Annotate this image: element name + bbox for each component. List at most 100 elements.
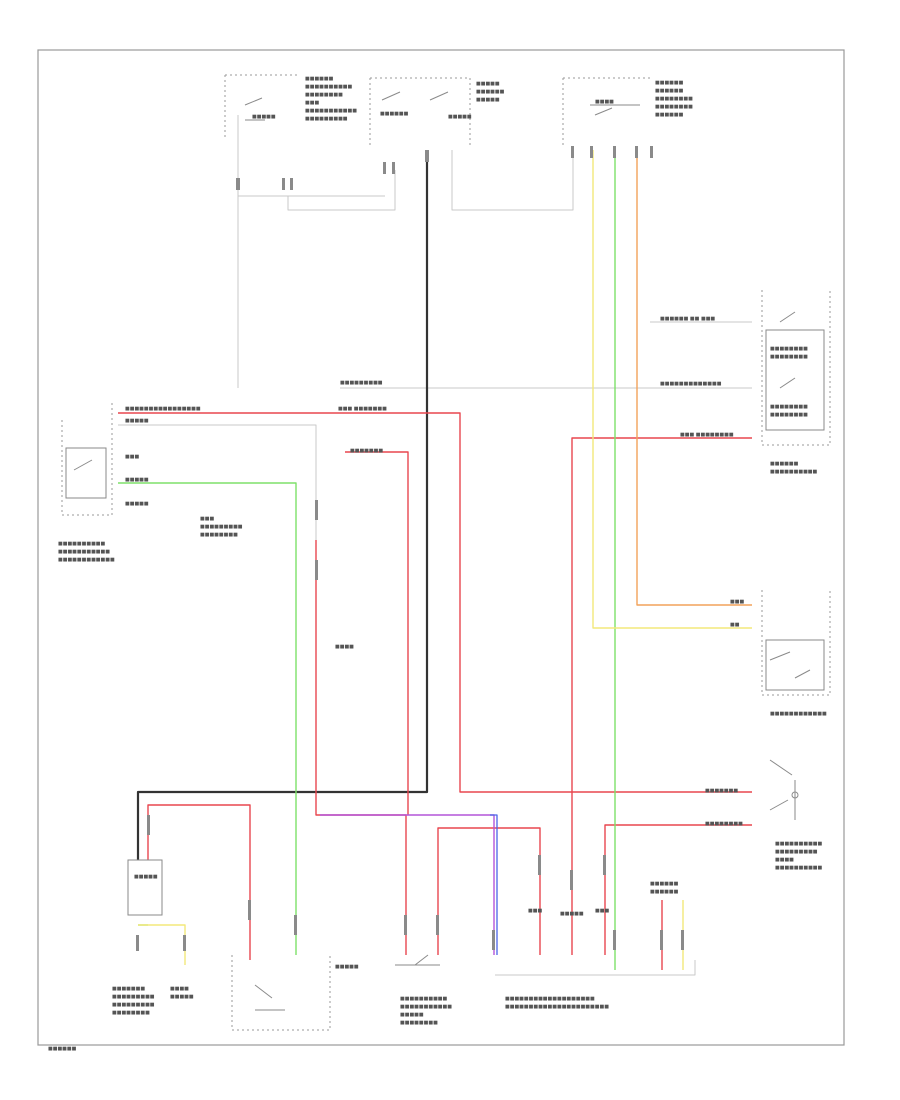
svg-text:■■: ■■ [730,622,740,628]
svg-text:■■■■■■■: ■■■■■■■ [112,986,145,992]
svg-text:■■■■■: ■■■■■ [560,911,584,917]
svg-text:■■■■■■■■■: ■■■■■■■■■ [775,849,818,855]
svg-text:■■■■■: ■■■■■ [476,81,500,87]
svg-text:■■■: ■■■ [200,516,214,522]
svg-text:■■■■■■■■: ■■■■■■■■ [655,96,693,102]
svg-text:■■■■■■■■■: ■■■■■■■■■ [112,1002,155,1008]
svg-text:■■■■■: ■■■■■ [125,477,149,483]
svg-text:■■■ ■■■■■■■: ■■■ ■■■■■■■ [338,406,387,412]
svg-text:■■■■: ■■■■ [775,857,794,863]
connector-pins [136,146,684,951]
wire-red-bottom-right [604,824,752,955]
svg-text:■■■■■: ■■■■■ [170,994,194,1000]
svg-text:■■■■■■■■■■■■■■■■■■■: ■■■■■■■■■■■■■■■■■■■ [505,996,595,1002]
svg-text:■■■■■: ■■■■■ [125,418,149,424]
wire-red-right-loop [571,437,752,955]
svg-text:■■■■■■■■■■■■■■■■: ■■■■■■■■■■■■■■■■ [125,406,201,412]
svg-text:■■■■■■: ■■■■■■ [48,1046,77,1052]
svg-text:■■■■■■■: ■■■■■■■ [705,788,738,794]
svg-text:■■■■■■■■■■■■: ■■■■■■■■■■■■ [58,557,115,563]
svg-text:■■■■■: ■■■■■ [125,501,149,507]
wire-labels: ■■■■■■■■■■■■■■■■ ■■■■■ ■■■ ■■■■■ ■■■■■ ■… [48,316,744,1052]
svg-text:■■■■■: ■■■■■ [448,114,472,120]
svg-text:■■■■■■■■■■■■■■■■■■■■■■: ■■■■■■■■■■■■■■■■■■■■■■ [505,1004,609,1010]
wire-blue [490,814,498,955]
svg-text:■■■■■■: ■■■■■■ [476,89,505,95]
svg-text:■■■■■■■■: ■■■■■■■■ [770,404,808,410]
svg-text:■■■■■: ■■■■■ [134,874,158,880]
svg-text:■■■■■■■■■■: ■■■■■■■■■■ [58,541,106,547]
svg-text:■■■■■■: ■■■■■■ [655,88,684,94]
wires [118,115,752,976]
svg-text:■■■■■■■■■■: ■■■■■■■■■■ [305,84,353,90]
component-engine-control-module: ■■■■■■■■■■■■■■■■■■■ ■■■■■■■■■■■■■■■■■■■■… [505,881,679,1010]
svg-text:■■■■■■: ■■■■■■ [305,76,334,82]
svg-text:■■■ ■■■■■■■■: ■■■ ■■■■■■■■ [680,432,734,438]
svg-text:■■■■■: ■■■■■ [400,1012,424,1018]
wire-grey-center-loop [451,150,574,211]
svg-text:■■■■■■: ■■■■■■ [655,80,684,86]
component-right-switch-assembly: ■■■■■■■■ ■■■■■■■■ ■■■■■■■■ ■■■■■■■■ ■■■■… [761,290,831,475]
svg-text:■■■■■■■■■: ■■■■■■■■■ [305,116,348,122]
wire-red-top-horizontal [118,412,752,793]
svg-text:■■■■■■■■: ■■■■■■■■ [655,104,693,110]
component-right-transmission-switch: ■■■■■■■■■■ ■■■■■■■■■ ■■■■ ■■■■■■■■■■ [769,759,823,871]
svg-text:■■■■■■■■■■■: ■■■■■■■■■■■ [305,108,357,114]
wire-black-main [136,150,429,860]
diagram-frame [37,49,845,1046]
component-right-middle-switch: ■■■■■■■■■■■■ [761,590,831,717]
svg-text:■■■■■■■■■■■: ■■■■■■■■■■■ [400,1004,452,1010]
svg-text:■■■■: ■■■■ [595,99,614,105]
component-bottom-relay-module: ■■■■■ [231,955,359,1031]
svg-text:■■■■■■■■■■: ■■■■■■■■■■ [400,996,448,1002]
svg-text:■■■■■■■■: ■■■■■■■■ [305,92,343,98]
svg-text:■■■■■■: ■■■■■■ [650,889,679,895]
svg-text:■■■: ■■■ [730,599,744,605]
svg-text:■■■■■■■: ■■■■■■■ [350,448,383,454]
svg-text:■■■■■■■■■: ■■■■■■■■■ [112,994,155,1000]
component-clutch-switch: ■■■■■■■■■■ ■■■■■■■■■■■ ■■■■■ ■■■■■■■■ [395,954,452,1026]
svg-text:■■■■■■■■■■■■: ■■■■■■■■■■■■ [770,711,827,717]
svg-text:■■■■■■: ■■■■■■ [380,111,409,117]
component-top-left-module: ■■■■■ ■■■■■■ ■■■■■■■■■■ ■■■■■■■■ ■■■ ■■■… [224,74,357,140]
component-junction-block: ■■■■■ ■■■■■■■ ■■■■■■■■■ ■■■■■■■■■ ■■■■■■… [112,859,194,1016]
svg-text:■■■■■■: ■■■■■■ [650,881,679,887]
wire-red-vertical-center [315,540,407,955]
svg-text:■■■■■■■■: ■■■■■■■■ [770,354,808,360]
svg-text:■■■■■: ■■■■■ [252,114,276,120]
wire-red-mid-branch [437,827,541,955]
svg-text:■■■■■: ■■■■■ [476,97,500,103]
wire-orange-right [636,150,752,606]
svg-text:■■■■■■■■■■: ■■■■■■■■■■ [775,865,823,871]
wire-grey-ground-rail [495,960,696,976]
svg-text:■■■■■■■■■: ■■■■■■■■■ [340,380,383,386]
svg-text:■■■■■■■■: ■■■■■■■■ [200,532,238,538]
svg-text:■■■■: ■■■■ [335,644,354,650]
svg-text:■■■: ■■■ [595,908,609,914]
component-left-combination-switch: ■■■■■■■■■■ ■■■■■■■■■■■ ■■■■■■■■■■■■ ■■■ … [58,400,243,563]
svg-text:■■■■■■ ■■ ■■■: ■■■■■■ ■■ ■■■ [660,316,715,322]
svg-text:■■■■■■■■: ■■■■■■■■ [112,1010,150,1016]
svg-text:■■■■■■■■: ■■■■■■■■ [770,346,808,352]
svg-text:■■■■■: ■■■■■ [335,964,359,970]
component-top-center-relay: ■■■■■■ ■■■■■ ■■■■■ ■■■■■■ ■■■■■ [369,77,505,145]
wire-red-drop-left [147,804,251,960]
svg-text:■■■: ■■■ [305,100,319,106]
svg-text:■■■■■■■■■■■■■: ■■■■■■■■■■■■■ [660,381,722,387]
svg-text:■■■■■■■■■■■: ■■■■■■■■■■■ [58,549,110,555]
svg-text:■■■■■■: ■■■■■■ [770,461,799,467]
svg-text:■■■■■■■■■: ■■■■■■■■■ [200,524,243,530]
component-top-right-sensor: ■■■■ ■■■■■■ ■■■■■■ ■■■■■■■■ ■■■■■■■■ ■■■… [562,77,693,145]
svg-text:■■■: ■■■ [125,454,139,460]
svg-text:■■■■■■■■: ■■■■■■■■ [770,412,808,418]
svg-text:■■■■■■: ■■■■■■ [655,112,684,118]
svg-text:■■■■■■■■: ■■■■■■■■ [705,821,743,827]
wire-yellow-right [592,150,752,629]
svg-text:■■■: ■■■ [528,908,542,914]
svg-text:■■■■: ■■■■ [170,986,189,992]
svg-text:■■■■■■■■■■: ■■■■■■■■■■ [770,469,818,475]
svg-text:■■■■■■■■: ■■■■■■■■ [400,1020,438,1026]
wire-green-left [118,482,297,955]
wire-grey-upper-loop [237,115,396,211]
